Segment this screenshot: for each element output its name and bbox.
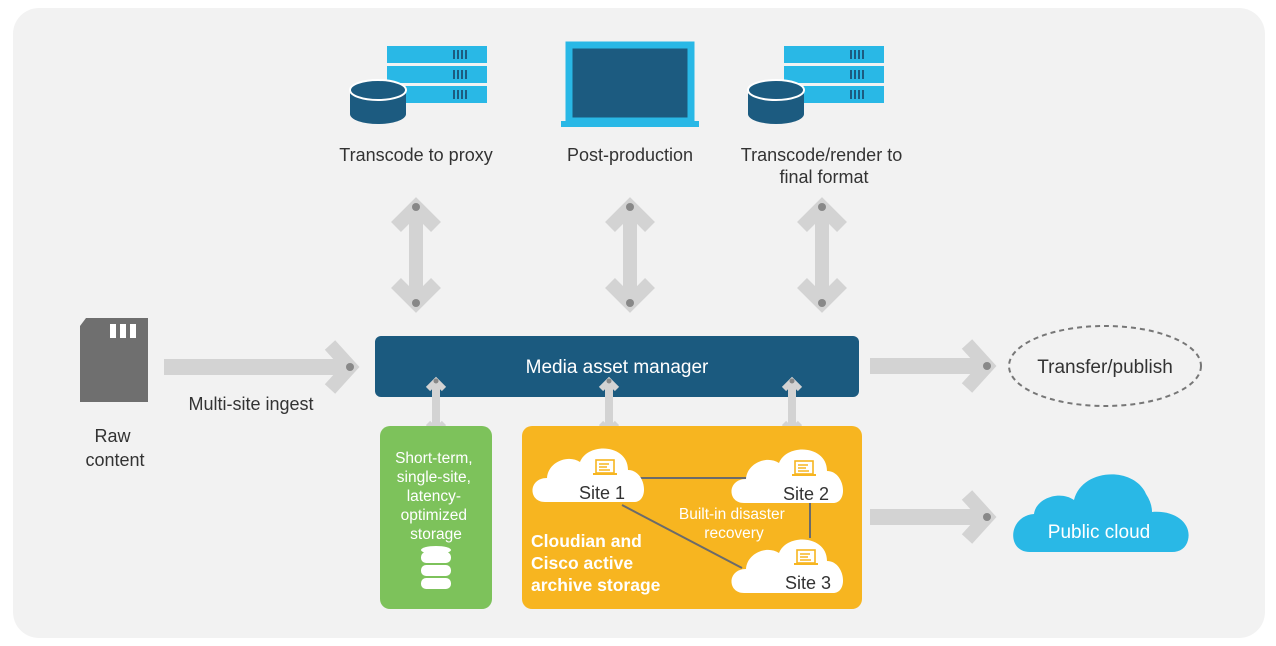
short-term-storage-line: Short-term, [395,450,473,467]
short-term-storage-line: optimized [401,507,467,524]
disaster-recovery-line: recovery [704,525,764,542]
database-icon [421,546,451,589]
disaster-recovery-label: Built-in disaster recovery [679,506,789,542]
site-3-cloud [731,539,844,593]
site-links [621,477,811,569]
raw-content-label-line: content [85,450,144,470]
bidirectional-arrow [391,197,441,313]
background-panel [13,8,1265,638]
raw-content-label: Raw content [85,426,144,470]
disaster-recovery-line: Built-in disaster [679,506,785,523]
transfer-publish-ellipse [1008,325,1202,407]
archive-storage-label: Cloudian and Cisco active archive storag… [531,531,661,595]
site-2-cloud [731,449,844,503]
archive-storage-line: archive storage [531,575,661,595]
short-term-storage-line: storage [410,526,462,543]
public-cloud-arrow [870,490,997,544]
media-asset-manager-box [375,336,859,397]
site-3-label: Site 3 [785,573,831,593]
transcode-render-label-line: final format [779,167,868,187]
transfer-arrow [870,339,997,393]
multi-site-ingest-label: Multi-site ingest [188,394,313,414]
site-1-cloud [532,448,645,502]
archive-storage-line: Cisco active [531,553,633,573]
public-cloud-label: Public cloud [1048,522,1150,543]
sd-card-icon [80,318,148,402]
laptop-icon [561,41,699,127]
short-term-storage-line: single-site, [397,469,471,486]
transcode-render-label-line: Transcode/render to [741,145,902,165]
archive-storage-line: Cloudian and [531,531,642,551]
raw-content-label-line: Raw [94,426,131,446]
post-production-label: Post-production [567,145,693,165]
short-term-storage-box [380,426,492,609]
short-term-storage-label: Short-term, single-site, latency- optimi… [395,450,477,543]
bidirectional-arrow [605,197,655,313]
transfer-publish-label: Transfer/publish [1037,357,1173,378]
ingest-arrow [164,340,360,394]
site-2-label: Site 2 [783,484,829,504]
public-cloud-shape [1013,474,1189,552]
short-term-storage-line: latency- [407,488,461,505]
media-asset-manager-label: Media asset manager [526,357,709,378]
transcode-proxy-label: Transcode to proxy [339,145,492,165]
transcode-render-label: Transcode/render to final format [741,145,907,187]
site-1-label: Site 1 [579,483,625,503]
bidirectional-arrow [797,197,847,313]
